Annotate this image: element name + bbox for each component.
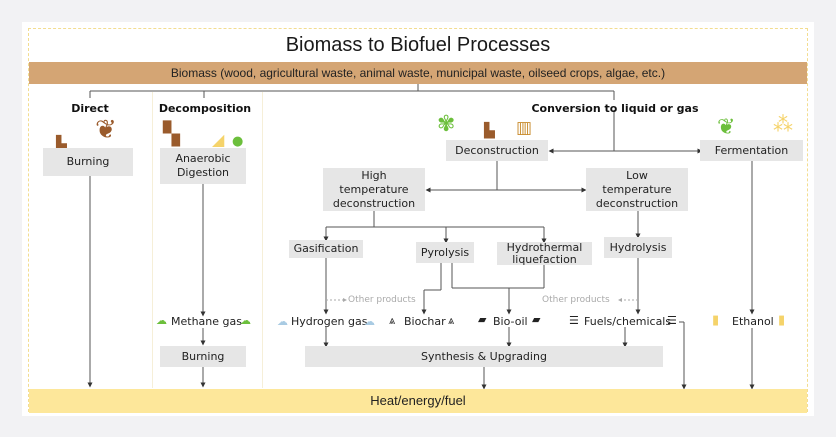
- product-fuels-chemicals: Fuels/chemicals: [584, 315, 672, 328]
- banana-peel-icon: ◢: [212, 130, 225, 149]
- dead-tree-icon: ❦: [95, 115, 117, 145]
- category-decomposition: Decomposition: [158, 102, 252, 115]
- tree-stump-icon: ▙: [484, 123, 495, 139]
- process-fermentation: Fermentation: [700, 140, 803, 161]
- process-high-temperature-deconstruction: High temperature deconstruction: [323, 168, 425, 211]
- process-hydrothermal-liquefaction: Hydrothermal liquefaction: [497, 241, 592, 265]
- process-anaerobic-digestion: Anaerobic Digestion: [160, 148, 246, 184]
- other-products-left: Other products: [348, 295, 416, 305]
- oil-can-icon: ▰: [532, 313, 541, 326]
- gas-cloud-icon: ☁: [156, 314, 167, 327]
- fuel-pump-icon: ▮: [778, 313, 786, 328]
- gas-cloud-icon: ☁: [364, 315, 375, 328]
- charcoal-pile-icon: ⩓: [448, 314, 455, 327]
- biomass-source-bar: Biomass (wood, agricultural waste, anima…: [29, 62, 807, 84]
- product-ethanol: Ethanol: [732, 315, 774, 328]
- process-pyrolysis: Pyrolysis: [416, 242, 474, 263]
- charcoal-pile-icon: ⩓: [389, 314, 396, 327]
- apple-core-icon: ●: [232, 134, 244, 149]
- diagram-title: Biomass to Biofuel Processes: [285, 34, 551, 56]
- trash-bin-icon: ▥: [516, 118, 533, 138]
- product-biochar: Biochar: [404, 315, 446, 328]
- product-methane-gas: Methane gas: [171, 315, 242, 328]
- process-gasification: Gasification: [289, 240, 363, 258]
- oil-can-icon: ▰: [478, 313, 487, 326]
- cow-icon: ▚: [163, 122, 180, 147]
- process-hydrolysis: Hydrolysis: [604, 237, 672, 258]
- tree-stump-icon: ▙: [56, 136, 67, 152]
- heat-energy-fuel-bar: Heat/energy/fuel: [29, 389, 807, 413]
- category-direct: Direct: [71, 102, 109, 115]
- column-divider: [152, 92, 153, 388]
- corn-icon: ❦: [717, 115, 736, 140]
- algae-plant-icon: ✾: [437, 112, 456, 137]
- grain-stalk-icon: ⁂: [773, 112, 793, 136]
- fuel-pump-icon: ▮: [712, 313, 720, 328]
- category-conversion: Conversion to liquid or gas: [531, 102, 699, 115]
- other-products-right: Other products: [542, 295, 610, 305]
- oil-barrel-icon: ☰: [569, 314, 579, 327]
- process-burning-direct: Burning: [43, 148, 133, 176]
- product-hydrogen-gas: Hydrogen gas: [291, 315, 368, 328]
- process-synthesis-upgrading: Synthesis & Upgrading: [305, 346, 663, 367]
- oil-barrel-icon: ☰: [667, 314, 677, 327]
- product-bio-oil: Bio-oil: [493, 315, 528, 328]
- gas-cloud-icon: ☁: [240, 314, 251, 327]
- process-burning-methane: Burning: [160, 346, 246, 367]
- column-divider: [262, 92, 263, 388]
- gas-cloud-icon: ☁: [277, 315, 288, 328]
- process-low-temperature-deconstruction: Low temperature deconstruction: [586, 168, 688, 211]
- process-deconstruction: Deconstruction: [446, 140, 548, 161]
